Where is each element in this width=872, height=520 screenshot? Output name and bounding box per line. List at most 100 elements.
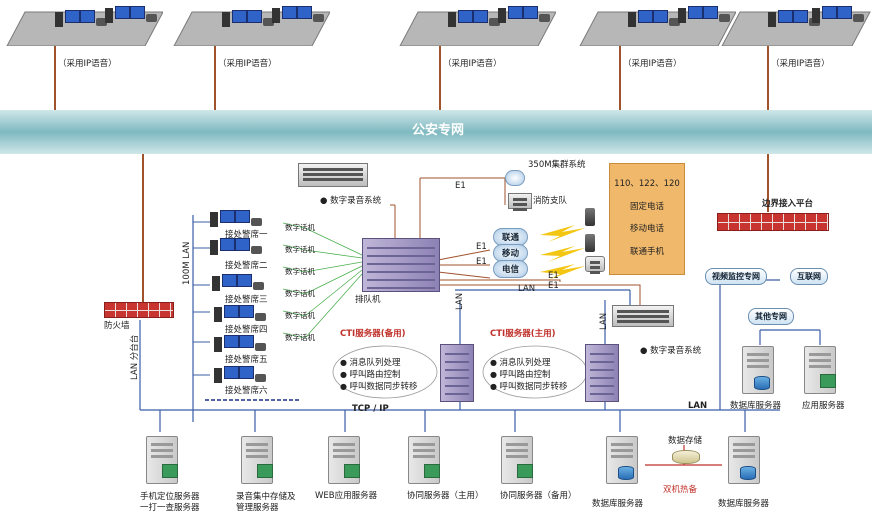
bottom-label-7: 数据库服务器: [718, 499, 770, 509]
bottom-server-6: [600, 432, 644, 488]
seat-workstation-4: [214, 305, 266, 323]
e1-label-3: E1: [548, 271, 559, 281]
lan-label-mid: LAN: [518, 284, 536, 294]
bottom-label-4: 协同服务器（主用）: [407, 491, 484, 501]
recorder-right-device: [612, 305, 674, 327]
digital-phone-label-1: 数字话机: [285, 223, 315, 232]
seat-label-3: 接处警席三: [225, 295, 268, 305]
cti-backup-ring: [332, 345, 438, 399]
emergency-box: 110、122、120 固定电话 移动电话 联通手机: [609, 163, 685, 275]
recorder-right-label: ● 数字录音系统: [640, 346, 702, 356]
right-app-server: [798, 342, 842, 398]
bottom-label-1: 手机定位服务器 一打一查服务器: [140, 492, 200, 513]
seat-label-1: 接处警席一: [225, 230, 268, 240]
emergency-line-2: 移动电话: [629, 224, 664, 234]
bottom-server-4: [402, 432, 446, 488]
data-storage-label: 数据存储: [668, 436, 703, 446]
tcp-ip-label: TCP / IP: [352, 404, 389, 414]
wireless-bolts: [540, 225, 585, 280]
fire-brigade-device: [508, 193, 532, 209]
backbone-label: 公安专网: [412, 123, 465, 138]
ip-voice-note-1: （采用IP语音）: [58, 59, 117, 69]
cti-backup-item-1: 消息队列处理: [340, 357, 418, 369]
cti-backup-title: CTI服务器(备用): [340, 329, 406, 339]
recorder-top-device: [298, 163, 368, 187]
seat-workstation-6: [214, 366, 266, 384]
mobile-phone-icon: [585, 208, 595, 226]
border-platform-label: 边界接入平台: [762, 199, 814, 209]
seat-lines: [193, 221, 210, 376]
site-drop-lines: [54, 44, 769, 302]
seat-workstation-1: [210, 210, 262, 228]
site-workstation-2a: [222, 10, 274, 28]
site-workstation-1a: [55, 10, 107, 28]
bottom-label-6: 数据库服务器: [592, 499, 644, 509]
bottom-label-3: WEB应用服务器: [315, 491, 378, 501]
site-workstation-4b: [678, 6, 730, 24]
border-platform-firewall: [717, 213, 829, 231]
seat-label-2: 接处警席二: [225, 261, 268, 271]
e1-label-1: E1: [476, 242, 487, 252]
desk-phone-icon: [585, 256, 605, 272]
trunk-lines: [390, 177, 641, 305]
bottom-label-2: 录音集中存储及 管理服务器: [236, 492, 296, 513]
bottom-server-7: [722, 432, 766, 488]
site-workstation-5a: [768, 10, 820, 28]
recorder-top-label: ● 数字录音系统: [320, 196, 382, 206]
digital-phone-label-4: 数字话机: [285, 289, 315, 298]
emergency-line-1: 固定电话: [629, 201, 664, 212]
digital-phone-label-3: 数字话机: [285, 267, 315, 276]
cti-backup-lan: LAN: [455, 292, 465, 310]
network-video: 视频监控专网: [705, 268, 767, 285]
backbone-band: [0, 110, 872, 154]
mobile-phone-icon-2: [585, 234, 595, 252]
carrier-telecom: 电信: [493, 260, 529, 278]
e1-label-top: E1: [455, 181, 466, 191]
digital-phone-label-2: 数字话机: [285, 245, 315, 254]
carrier-unicom: 联通: [493, 228, 529, 246]
site-workstation-2b: [272, 6, 324, 24]
lan-100m-label: 100M LAN: [182, 241, 192, 285]
cti-backup-item-3: 呼叫数据同步转移: [340, 381, 418, 393]
trunk-label: 350M集群系统: [528, 160, 586, 170]
emergency-line-3: 联通手机: [629, 246, 664, 257]
right-app-label: 应用服务器: [802, 401, 845, 411]
e1-label-2: E1: [476, 257, 487, 267]
cti-main-item-3: 呼叫数据同步转移: [490, 381, 568, 393]
digital-phone-label-6: 数字话机: [285, 333, 315, 342]
network-internet: 互联网: [790, 268, 828, 285]
cti-main-lan: LAN: [599, 312, 609, 330]
ip-voice-note-3: （采用IP语音）: [443, 59, 502, 69]
seat-label-4: 接处警席四: [225, 325, 268, 335]
site-workstation-3b: [498, 6, 550, 24]
bottom-server-3: [322, 432, 366, 488]
seat-workstation-3: [212, 274, 264, 292]
site-workstation-4a: [628, 10, 680, 28]
cti-main-title: CTI服务器(主用): [490, 329, 556, 339]
seat-workstation-5: [214, 335, 266, 353]
seat-label-6: 接处警席六: [225, 386, 268, 396]
firewall-device: [104, 302, 174, 318]
bottom-server-2: [235, 432, 279, 488]
cti-backup-list: 消息队列处理 呼叫路由控制 呼叫数据同步转移: [340, 357, 418, 393]
queue-machine-device: [362, 238, 440, 292]
cti-backup-item-2: 呼叫路由控制: [340, 369, 418, 381]
emergency-numbers: 110、122、120: [614, 179, 680, 189]
right-db-server: [736, 342, 780, 398]
bottom-label-5: 协同服务器（备用）: [500, 491, 577, 501]
firewall-label: 防火墙: [104, 321, 130, 331]
site-workstation-5b: [812, 6, 864, 24]
site-workstation-1b: [105, 6, 157, 24]
seat-workstation-2: [210, 238, 262, 256]
fire-brigade-label: 消防支队: [533, 196, 568, 206]
storage-disk-icon: [672, 450, 700, 464]
ip-voice-note-2: （采用IP语音）: [218, 59, 277, 69]
trunk-cloud: [505, 170, 525, 186]
cti-main-server: [585, 344, 619, 402]
left-vertical-label: LAN 分台台: [130, 334, 140, 380]
queue-machine-label: 排队机: [355, 295, 381, 305]
e1-label-4: E1: [548, 281, 559, 291]
bottom-server-5: [495, 432, 539, 488]
cti-main-item-2: 呼叫路由控制: [490, 369, 568, 381]
